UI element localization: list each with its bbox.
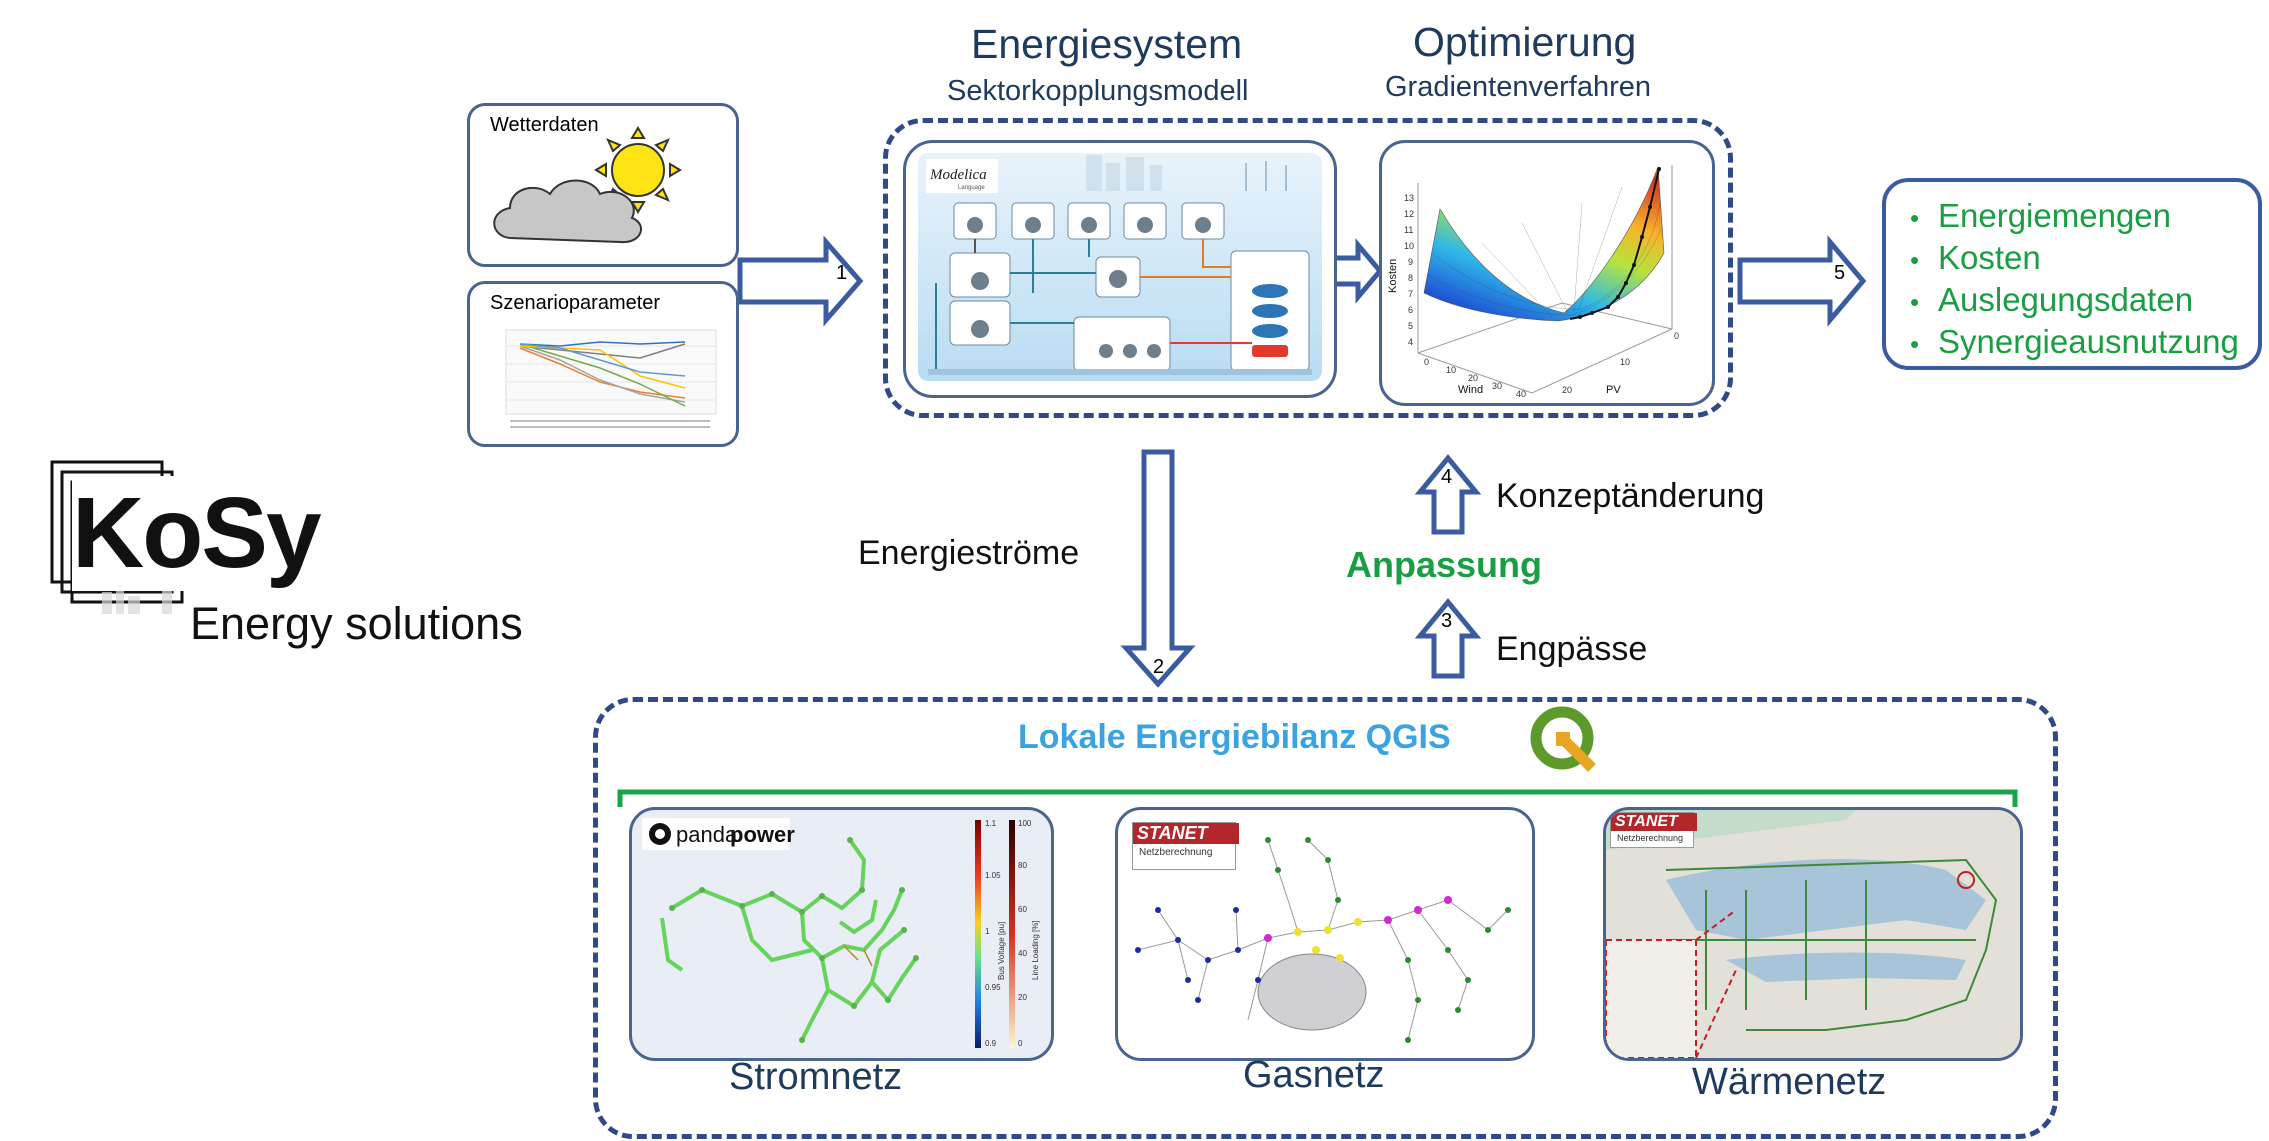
loading-tick: 60 [1018, 905, 1027, 914]
z-tick: 12 [1404, 209, 1414, 219]
x-tick: 10 [1446, 365, 1456, 375]
gasnetz-panel: STANET Netzberechnung [1115, 807, 1535, 1061]
step-number-5: 5 [1834, 262, 1846, 284]
z-tick: 9 [1408, 257, 1413, 267]
stromnetz-panel: panda power [629, 807, 1054, 1061]
y-tick: 20 [1562, 385, 1572, 395]
optimization-plot-panel: 13 12 11 10 9 8 7 6 5 4 0 10 20 30 40 0 … [1379, 140, 1715, 406]
loading-tick: 100 [1018, 819, 1032, 828]
voltage-tick: 1.05 [985, 871, 1001, 880]
voltage-tick: 0.9 [985, 1039, 997, 1048]
y-tick: 10 [1620, 357, 1630, 367]
z-axis-label: Kosten [1387, 259, 1399, 293]
arrow-step-3 [1414, 598, 1482, 679]
z-tick: 11 [1404, 225, 1413, 235]
z-tick: 13 [1404, 193, 1414, 203]
output-item: Energiemengen [1898, 196, 2258, 238]
x-tick: 30 [1492, 381, 1502, 391]
energiestroeme-label: Energieströme [858, 534, 1080, 572]
loading-tick: 20 [1018, 993, 1027, 1002]
loading-tick: 0 [1018, 1039, 1023, 1048]
output-item: Synergieausnutzung [1898, 322, 2258, 364]
stanet-logo-gas: STANET Netzberechnung [1132, 822, 1239, 870]
z-tick: 4 [1408, 337, 1413, 347]
step-number-2: 2 [1153, 656, 1165, 678]
z-tick: 6 [1408, 305, 1413, 315]
bilanz-group-box [593, 697, 2058, 1139]
model-group-box [883, 118, 1733, 418]
arrow-step-1 [737, 235, 864, 327]
szenarioparameter-panel: Szenarioparameter [467, 281, 739, 447]
z-tick: 8 [1408, 273, 1413, 283]
szenarioparameter-label: Szenarioparameter [490, 292, 661, 314]
step-number-4: 4 [1441, 466, 1453, 488]
power-grid-graph: 1.1 1.05 1 0.95 0.9 100 80 60 40 20 0 Bu… [660, 819, 1040, 1048]
step-number-3: 3 [1441, 610, 1453, 632]
z-tick: 7 [1408, 289, 1413, 299]
engpaesse-label: Engpässe [1496, 630, 1648, 668]
stanet-logo-sub-heat: Netzberechnung [1617, 833, 1684, 843]
x-tick: 40 [1516, 389, 1526, 399]
sun-cloud-icon [493, 126, 682, 244]
x-axis-label: Wind [1458, 384, 1483, 396]
arrow-step-5 [1737, 235, 1867, 327]
x-tick: 20 [1468, 373, 1478, 383]
optimierung-subtitle: Gradientenverfahren [1385, 71, 1651, 103]
kosy-logo-name: KoSy [72, 476, 326, 591]
pandapower-logo: panda power [642, 818, 795, 850]
kosy-logo-tagline: Energy solutions [190, 598, 523, 649]
stanet-logo-text: STANET [1133, 823, 1239, 844]
stanet-logo-heat: STANET Netzberechnung [1610, 812, 1697, 848]
stromnetz-label: Stromnetz [729, 1056, 903, 1098]
gasnetz-label: Gasnetz [1243, 1054, 1385, 1096]
gradient-path [1569, 168, 1660, 320]
voltage-tick: 0.95 [985, 983, 1001, 992]
energiesystem-title: Energiesystem [971, 21, 1243, 67]
anpassung-label: Anpassung [1346, 544, 1543, 585]
y-tick: 0 [1674, 331, 1679, 341]
output-item: Kosten [1898, 238, 2258, 280]
pandapower-text-b: power [730, 822, 795, 847]
x-tick: 0 [1424, 357, 1429, 367]
voltage-tick: 1.1 [985, 819, 997, 828]
stanet-logo-sub: Netzberechnung [1139, 847, 1213, 858]
loading-tick: 40 [1018, 949, 1027, 958]
stanet-logo-text-heat: STANET [1611, 813, 1697, 831]
wetterdaten-panel: Wetterdaten [467, 103, 739, 267]
z-tick: 5 [1408, 321, 1413, 331]
loading-tick: 80 [1018, 861, 1027, 870]
arrow-step-2 [1120, 449, 1196, 688]
cost-surface [1423, 166, 1665, 322]
modelica-logo-sub: Language [958, 185, 985, 191]
voltage-scale-label: Bus Voltage [pu] [997, 922, 1006, 980]
modelica-model-panel: Modelica Language [903, 140, 1337, 398]
scenario-mini-chart [505, 329, 717, 428]
modelica-logo-text: Modelica [929, 167, 987, 183]
pandapower-text-a: panda [676, 822, 738, 847]
wetterdaten-label: Wetterdaten [490, 114, 599, 136]
pandapower-icon [649, 823, 671, 845]
sector-coupling-schematic: Modelica Language [918, 153, 1322, 381]
output-results-box: Energiemengen Kosten Auslegungsdaten Syn… [1882, 178, 2262, 370]
output-item: Auslegungsdaten [1898, 280, 2258, 322]
green-bracket [617, 789, 2018, 807]
step-number-1: 1 [836, 262, 848, 284]
waermenetz-label: Wärmenetz [1692, 1061, 1887, 1103]
kosy-logo: KoSy Energy solutions [42, 452, 542, 652]
arrow-step-4 [1414, 454, 1482, 535]
voltage-tick: 1 [985, 927, 990, 936]
optimierung-title: Optimierung [1413, 19, 1637, 65]
bilanz-title: Lokale Energiebilanz QGIS [1018, 718, 1451, 756]
konzeptaenderung-label: Konzeptänderung [1496, 477, 1765, 515]
waermenetz-panel: STANET Netzberechnung [1603, 807, 2023, 1061]
cost-surface-plot: 13 12 11 10 9 8 7 6 5 4 0 10 20 30 40 0 … [1387, 165, 1679, 399]
loading-scale-label: Line Loading [%] [1031, 920, 1040, 980]
y-axis-label: PV [1606, 384, 1621, 396]
z-tick: 10 [1404, 241, 1414, 251]
gas-grid-graph [1135, 837, 1511, 1043]
energiesystem-subtitle: Sektorkopplungsmodell [947, 75, 1249, 107]
